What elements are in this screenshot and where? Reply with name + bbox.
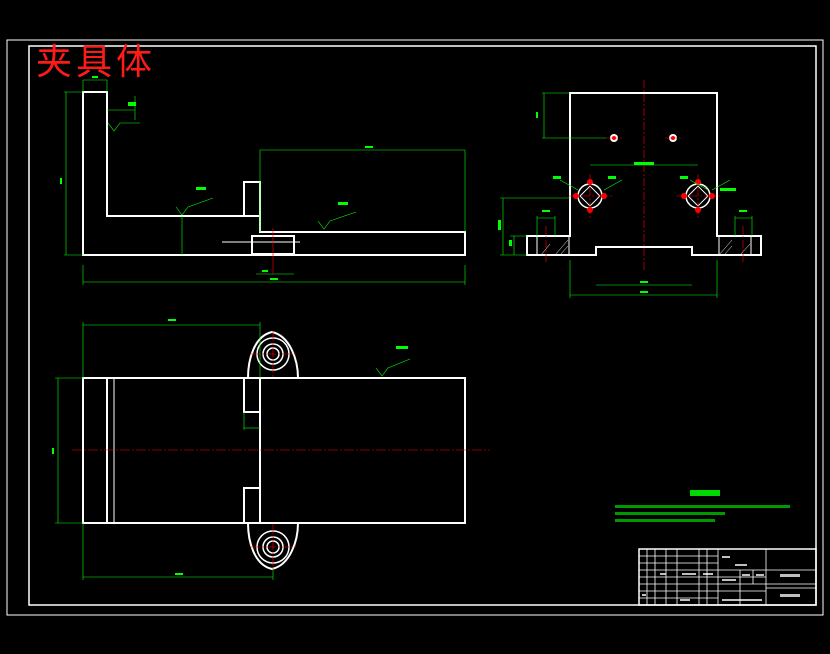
- title-block-fills: [642, 556, 800, 601]
- top-view-dimensions: [55, 322, 411, 580]
- side-view-centerlines: [545, 80, 744, 270]
- technical-notes: [615, 490, 790, 522]
- front-view: [82, 91, 466, 256]
- top-view-centerlines: [72, 331, 490, 570]
- inner-frame: [28, 45, 817, 606]
- title-block: [638, 548, 817, 606]
- dimension-marks: [52, 76, 747, 575]
- outer-frame: [6, 39, 824, 616]
- top-view: [82, 330, 466, 571]
- front-view-dimensions: [64, 79, 466, 285]
- side-view-hatch: [540, 239, 751, 256]
